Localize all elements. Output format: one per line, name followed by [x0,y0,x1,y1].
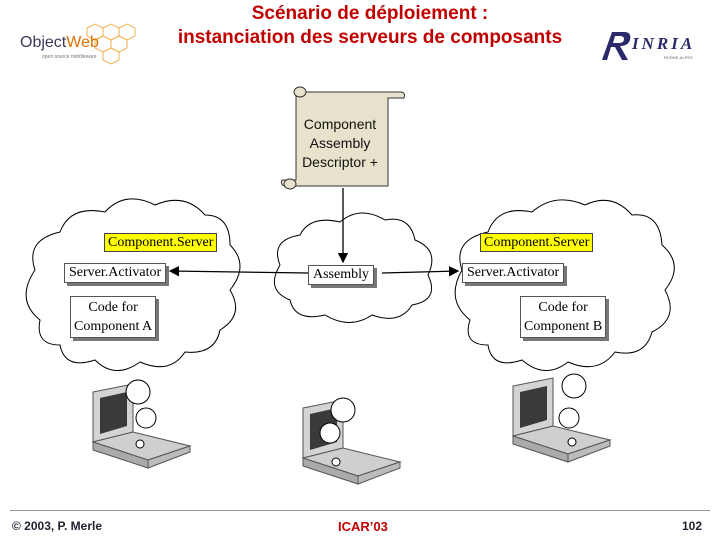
right-server-activator-box: Server.Activator [462,263,565,283]
objectweb-logo: ObjectWeb open source middleware [8,20,138,75]
right-component-server-box: Component.Server [480,233,594,252]
assembly-to-left-activator-arrow [168,265,309,277]
assembly-box: Assembly [308,265,374,285]
descriptor-line: Descriptor + [302,154,378,170]
right-cloud [454,199,675,371]
inria-tagline: RHÔNE-ALPES [664,55,693,60]
honeycomb-icon [86,23,136,65]
slide-title: Scénario de déploiement : instanciation … [150,2,590,50]
title-line-2: instanciation des serveurs de composants [177,27,563,48]
descriptor-line: Assembly [309,135,371,151]
left-code-line: Component A [74,319,153,334]
descriptor-scroll [281,86,405,190]
right-code-line: Component B [524,319,603,334]
descriptor-line: Component [303,116,377,132]
left-server-activator-box: Server.Activator [64,263,167,283]
inria-wordmark: INRIA [632,34,696,53]
left-component-server-box: Component.Server [104,233,218,252]
objectweb-tagline: open source middleware [42,54,97,60]
footer-copyright: © 2003, P. Merle [12,519,103,533]
title-line-1: Scénario de déploiement : [251,3,489,24]
right-code-box: Code for Component B [520,296,607,338]
left-code-box: Code for Component A [70,296,157,338]
right-code-line: Code for [538,300,588,315]
footer-divider [10,510,710,511]
left-cloud [25,198,241,371]
inria-r-icon [602,32,631,60]
footer-page-number: 102 [682,519,703,533]
objectweb-wordmark: ObjectWeb [20,34,99,51]
assembly-to-right-activator-arrow [381,266,460,277]
descriptor-text: Component Assembly Descriptor + [290,115,390,172]
inria-logo: INRIA RHÔNE-ALPES [598,28,706,64]
laptop-center [301,397,402,485]
laptop-left [91,379,192,469]
footer-event: ICAR’03 [338,519,388,534]
laptop-right [511,373,612,463]
left-code-line: Code for [88,300,138,315]
